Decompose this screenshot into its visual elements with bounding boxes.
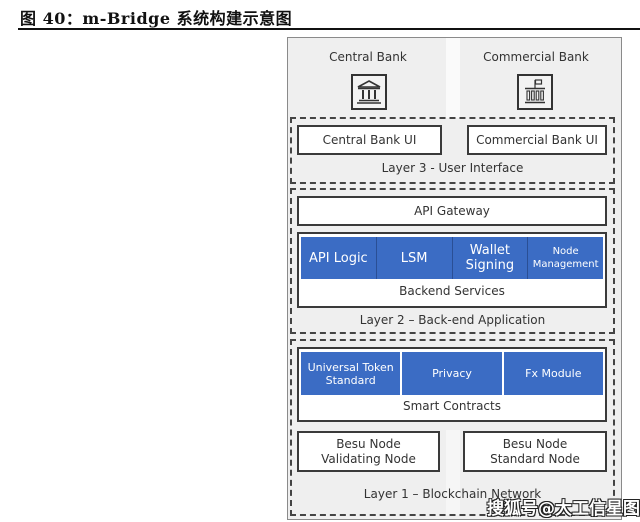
layer2-label: Layer 2 – Back-end Application: [359, 313, 546, 327]
watermark: 搜狐号@大工信星图: [487, 499, 640, 519]
commercial-bank-ui-box: Commercial Bank UI: [467, 125, 607, 155]
module-lsm: LSM: [377, 237, 453, 279]
layer3-boundary: [290, 117, 615, 184]
smart-contract-modules-row: Universal Token Standard Privacy Fx Modu…: [301, 352, 603, 395]
layer2-boundary: [290, 188, 615, 334]
central-bank-label: Central Bank: [329, 50, 407, 64]
commercial-bank-building-icon: [517, 74, 553, 110]
module-universal-token-standard: Universal Token Standard: [301, 352, 401, 395]
layer3-label: Layer 3 - User Interface: [381, 161, 524, 175]
central-bank-ui-box: Central Bank UI: [297, 125, 442, 155]
module-wallet-signing: Wallet Signing: [453, 237, 529, 279]
module-fx-module: Fx Module: [503, 352, 603, 395]
besu-validating-node-box: Besu Node Validating Node: [297, 431, 440, 472]
layer1-boundary: [290, 339, 615, 516]
column-gap-top: [446, 38, 460, 118]
module-api-logic: API Logic: [301, 237, 377, 279]
bank-building-icon: [351, 74, 387, 110]
besu-standard-node-box: Besu Node Standard Node: [463, 431, 607, 472]
backend-modules-row: API Logic LSM Wallet Signing Node Manage…: [301, 237, 603, 279]
figure-title: 图 40：m-Bridge 系统构建示意图: [20, 9, 293, 28]
api-gateway-box: API Gateway: [297, 196, 607, 226]
layer1-label: Layer 1 – Blockchain Network: [363, 487, 542, 501]
commercial-bank-label: Commercial Bank: [483, 50, 589, 64]
column-gap-bottom: [446, 430, 460, 515]
smart-contracts-label: Smart Contracts: [403, 399, 501, 413]
module-node-management: Node Management: [532, 246, 599, 270]
title-rule: [18, 28, 640, 30]
backend-services-label: Backend Services: [399, 284, 505, 298]
module-privacy: Privacy: [402, 352, 502, 395]
